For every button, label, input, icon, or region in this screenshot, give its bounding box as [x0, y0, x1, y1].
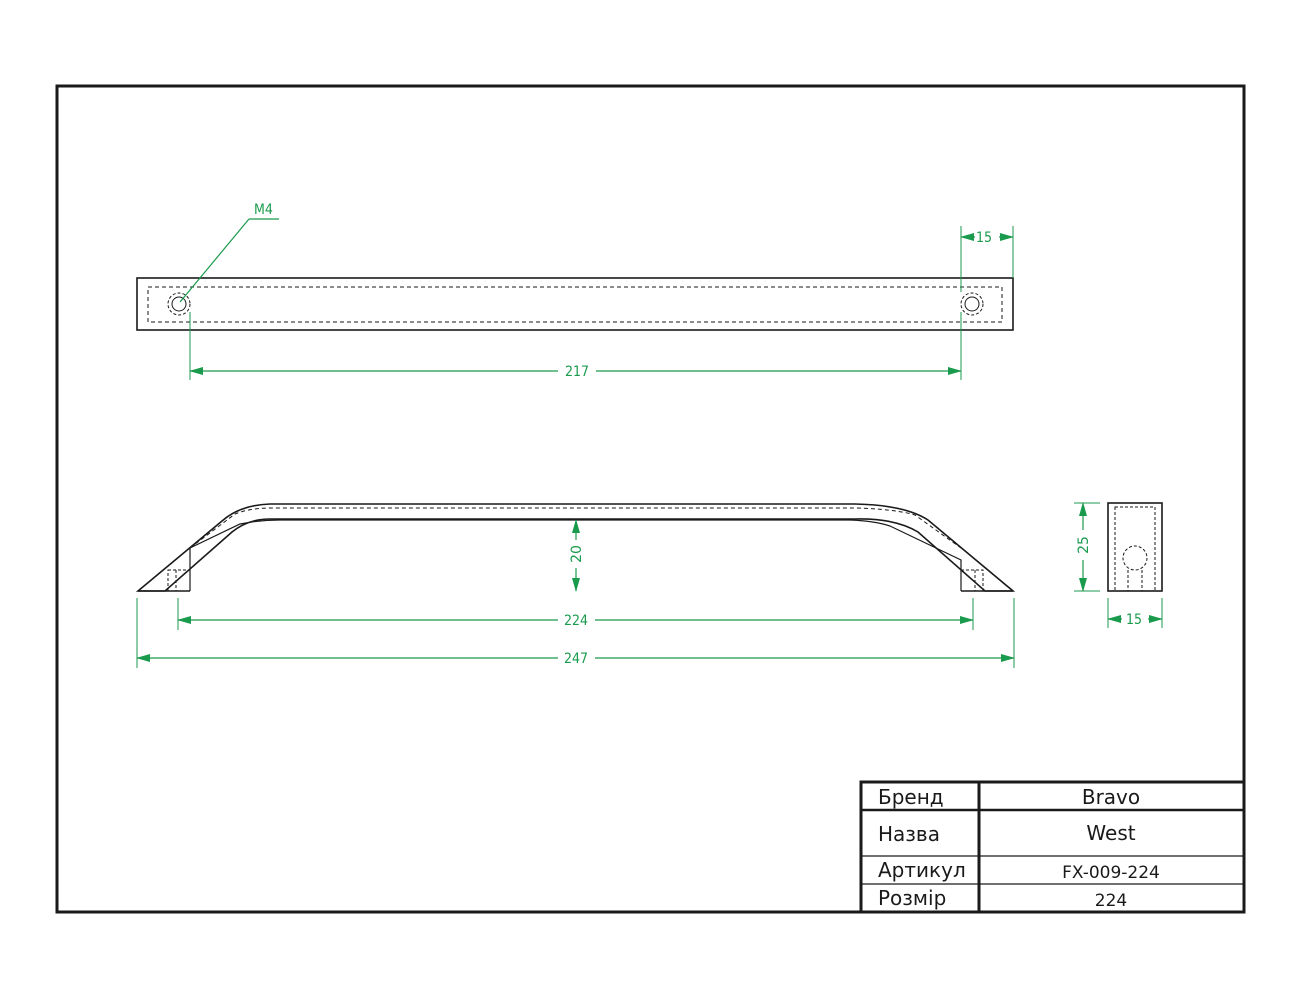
title-block-brand-label: Бренд: [878, 785, 944, 809]
dim-profile-height-label: 25: [1076, 536, 1092, 554]
left-post-hidden: [167, 569, 191, 592]
left-hole-inner: [171, 296, 187, 312]
title-block-article-label: Артикул: [878, 858, 966, 882]
side-view-bottom-curve: [189, 519, 962, 591]
dim-profile-width-label: 15: [1126, 612, 1142, 628]
title-block-name-value: West: [1086, 821, 1135, 845]
top-view: [136, 277, 1014, 331]
title-block-name-label: Назва: [878, 822, 940, 846]
title-block-article-value: FX-009-224: [1062, 863, 1160, 883]
end-view-hidden: [1114, 506, 1156, 592]
dim-center-distance: 224: [177, 598, 974, 630]
side-view-inner-line: [189, 507, 962, 549]
drawing-frame: [55, 84, 1246, 914]
top-view-hidden-outline: [147, 286, 1003, 323]
title-block-size-value: 224: [1095, 891, 1127, 911]
dim-inner-height-label: 20: [569, 545, 585, 563]
thread-label: M4: [254, 202, 273, 218]
right-hole-outer: [960, 292, 984, 316]
side-view: [135, 503, 1016, 592]
dim-overall-length: 247: [136, 598, 1015, 668]
right-hole-inner: [964, 296, 980, 312]
dim-inner-height: 20: [569, 519, 585, 592]
top-view-outline: [136, 277, 1014, 331]
dim-hole-offset-label: 15: [976, 230, 992, 246]
dim-hole-spacing-label: 217: [565, 364, 589, 380]
right-post-hidden: [960, 569, 984, 592]
dim-profile-height: 25: [1074, 502, 1100, 592]
title-block-size-label: Розмір: [878, 886, 946, 910]
dim-hole-spacing: 217: [189, 312, 962, 380]
left-hole-outer: [167, 292, 191, 316]
end-view: [1107, 502, 1163, 592]
dim-hole-offset: 15: [960, 226, 1014, 292]
dim-overall-length-label: 247: [564, 651, 588, 667]
end-view-outline: [1107, 502, 1163, 592]
dim-profile-width: 15: [1107, 598, 1163, 628]
title-block: Бренд Bravo Назва West Артикул FX-009-22…: [859, 780, 1246, 914]
dim-center-distance-label: 224: [564, 613, 588, 629]
title-block-brand-value: Bravo: [1082, 785, 1140, 809]
thread-callout: M4: [179, 202, 279, 303]
end-view-hole: [1122, 545, 1148, 571]
